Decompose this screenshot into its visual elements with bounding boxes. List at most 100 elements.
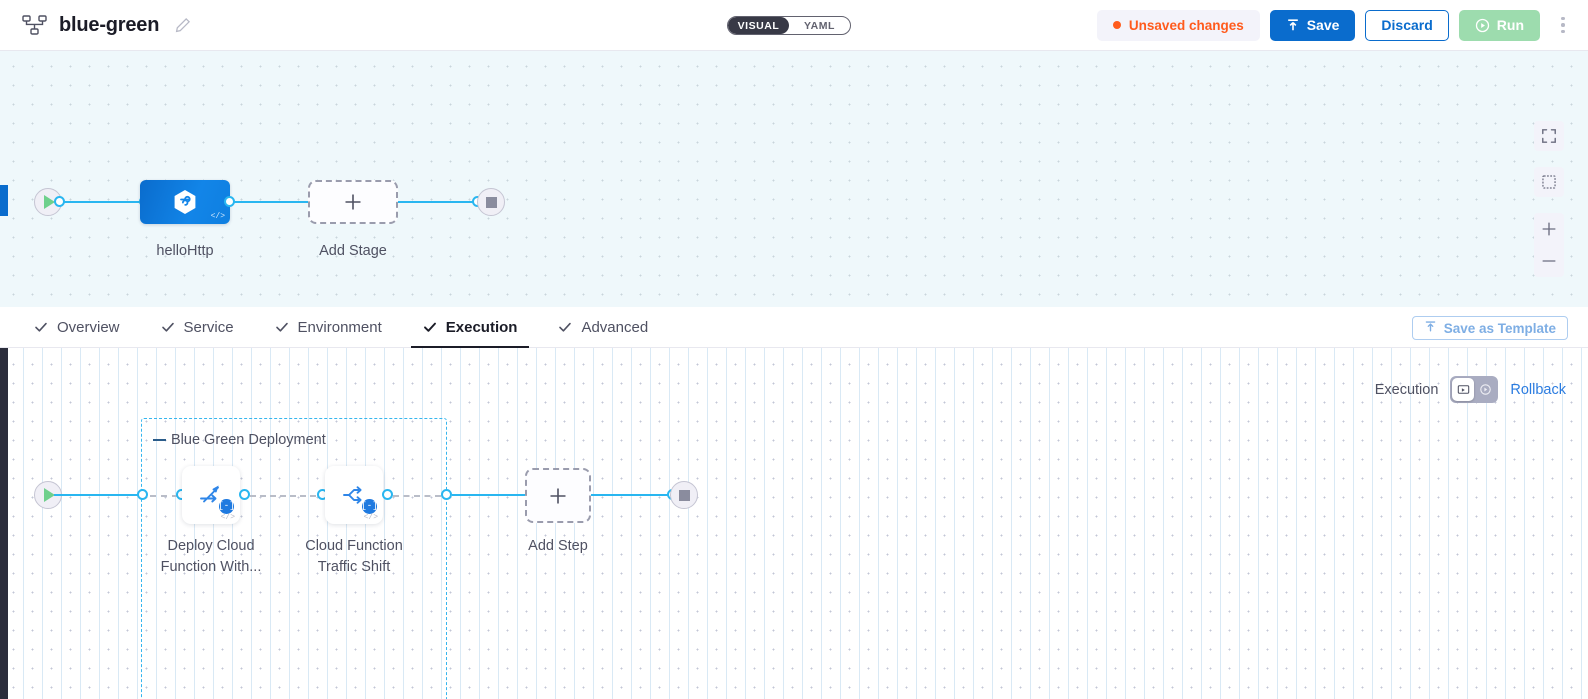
- canvas-controls: [1534, 121, 1564, 277]
- stop-end-icon: [485, 196, 497, 208]
- discard-label: Discard: [1381, 17, 1433, 33]
- template-upload-icon: [1424, 320, 1437, 336]
- kebab-menu-icon[interactable]: [1552, 10, 1574, 41]
- pencil-edit-icon[interactable]: [175, 17, 191, 33]
- zoom-in-icon[interactable]: [1534, 213, 1564, 245]
- step-status-badge: [-]: [218, 499, 235, 514]
- header-left-group: blue-green: [0, 14, 191, 37]
- page-title: blue-green: [59, 13, 160, 36]
- wire-hellohttp-to-addstage: [224, 201, 310, 203]
- step-node-deploy-cloud-function[interactable]: [-] </>: [182, 466, 240, 524]
- plus-icon: [342, 191, 364, 213]
- execution-controls: Execution Rollback: [1375, 376, 1566, 403]
- wire-start-to-group: [54, 494, 146, 496]
- port-group-in[interactable]: [137, 489, 148, 500]
- zoom-controls: [1534, 213, 1564, 277]
- wire-group-to-step1: [150, 495, 178, 497]
- run-label: Run: [1496, 17, 1524, 33]
- save-button[interactable]: Save: [1269, 9, 1356, 41]
- unsaved-dot-icon: [1112, 21, 1121, 29]
- step-group-title: Blue Green Deployment: [171, 432, 326, 448]
- add-stage-button[interactable]: [308, 180, 398, 224]
- execution-canvas[interactable]: Execution Rollback Blue Green De: [0, 348, 1588, 699]
- rollback-link[interactable]: Rollback: [1510, 381, 1566, 398]
- add-stage-label: Add Stage: [319, 243, 387, 259]
- tab-service[interactable]: Service: [149, 307, 246, 348]
- select-region-icon[interactable]: [1534, 167, 1564, 197]
- wire-step1-to-step2: [250, 495, 316, 497]
- stop-end-icon: [678, 489, 690, 501]
- zoom-out-icon[interactable]: [1534, 245, 1564, 277]
- tab-environment[interactable]: Environment: [263, 307, 394, 348]
- step-label-deploy-cloud-function: Deploy Cloud Function With...: [160, 538, 262, 575]
- wire-addstep-to-end: [591, 494, 673, 496]
- header-actions: Unsaved changes Save Discard Run: [1096, 9, 1588, 41]
- tab-label: Environment: [297, 318, 382, 336]
- plus-icon: [547, 485, 569, 507]
- save-as-template-button[interactable]: Save as Template: [1411, 316, 1568, 340]
- step-group-header[interactable]: Blue Green Deployment: [153, 432, 326, 448]
- check-icon: [34, 320, 48, 334]
- port-step2-out[interactable]: [382, 489, 393, 500]
- step-label-cloud-function-traffic-shift: Cloud Function Traffic Shift: [305, 538, 403, 575]
- pipeline-end-node[interactable]: [477, 188, 505, 216]
- mode-toggle-yaml[interactable]: YAML: [804, 19, 835, 32]
- add-step-button[interactable]: [525, 468, 591, 523]
- run-button[interactable]: Run: [1458, 9, 1540, 41]
- step-code-badge: </>: [220, 513, 235, 522]
- execution-left-rail: [0, 348, 8, 699]
- upload-arrow-icon: [1286, 18, 1300, 32]
- wire-step2-to-group-out: [393, 495, 441, 497]
- collapse-dash-icon[interactable]: [153, 439, 166, 441]
- check-icon: [558, 320, 572, 334]
- save-as-template-label: Save as Template: [1443, 320, 1556, 336]
- execution-view-icon[interactable]: [1452, 378, 1475, 401]
- save-label: Save: [1306, 17, 1340, 33]
- rollback-view-icon[interactable]: [1474, 378, 1496, 401]
- mode-toggle[interactable]: VISUAL YAML: [727, 16, 851, 35]
- play-circle-icon: [1475, 18, 1490, 33]
- stage-code-badge: </>: [210, 212, 225, 221]
- discard-button[interactable]: Discard: [1365, 9, 1449, 41]
- check-icon: [423, 320, 437, 334]
- step-code-badge: </>: [363, 513, 378, 522]
- port-group-out[interactable]: [441, 489, 452, 500]
- execution-end-node[interactable]: [670, 481, 698, 509]
- app-header: blue-green VISUAL YAML Unsaved changes S…: [0, 0, 1588, 51]
- config-tabbar: Overview Service Environment Execution A…: [0, 307, 1588, 349]
- port-hellohttp-out[interactable]: [224, 196, 235, 207]
- tab-label: Advanced: [581, 318, 649, 336]
- stage-label-hellohttp: helloHttp: [156, 243, 214, 259]
- port-step1-out[interactable]: [239, 489, 250, 500]
- wire-group-to-addstep: [452, 494, 526, 496]
- traffic-split-icon: [338, 479, 370, 511]
- stage-node-hellohttp[interactable]: </>: [140, 180, 230, 224]
- status-badge-unsaved: Unsaved changes: [1096, 9, 1260, 41]
- step-group-blue-green-deployment[interactable]: Blue Green Deployment: [141, 418, 447, 699]
- fit-screen-icon[interactable]: [1534, 121, 1564, 151]
- stage-canvas[interactable]: </> helloHttp Add Stage: [0, 51, 1588, 307]
- execution-mode-toggle[interactable]: [1450, 376, 1499, 403]
- tab-execution[interactable]: Execution: [410, 307, 530, 349]
- mode-toggle-visual[interactable]: VISUAL: [728, 17, 789, 34]
- canvas-left-rail: [0, 185, 8, 216]
- add-step-label: Add Step: [528, 538, 588, 554]
- execution-label: Execution: [1374, 381, 1439, 398]
- step-node-cloud-function-traffic-shift[interactable]: [-] </>: [325, 466, 383, 524]
- pipeline-nodes-icon: [22, 14, 48, 36]
- play-start-icon: [44, 195, 55, 209]
- wire-addstage-to-end: [396, 201, 482, 203]
- tab-label: Overview: [57, 318, 120, 336]
- play-start-icon: [44, 488, 55, 502]
- unsaved-label: Unsaved changes: [1128, 17, 1244, 33]
- hexagon-link-icon: [170, 187, 200, 217]
- wire-start-to-hellohttp: [58, 201, 144, 203]
- tab-advanced[interactable]: Advanced: [546, 307, 660, 348]
- tab-label: Service: [183, 318, 234, 336]
- step-status-badge: [-]: [361, 499, 378, 514]
- tab-overview[interactable]: Overview: [22, 307, 132, 348]
- port-start-out[interactable]: [54, 196, 65, 207]
- tab-label: Execution: [445, 318, 518, 336]
- deploy-function-icon: [195, 479, 227, 511]
- check-icon: [275, 320, 289, 334]
